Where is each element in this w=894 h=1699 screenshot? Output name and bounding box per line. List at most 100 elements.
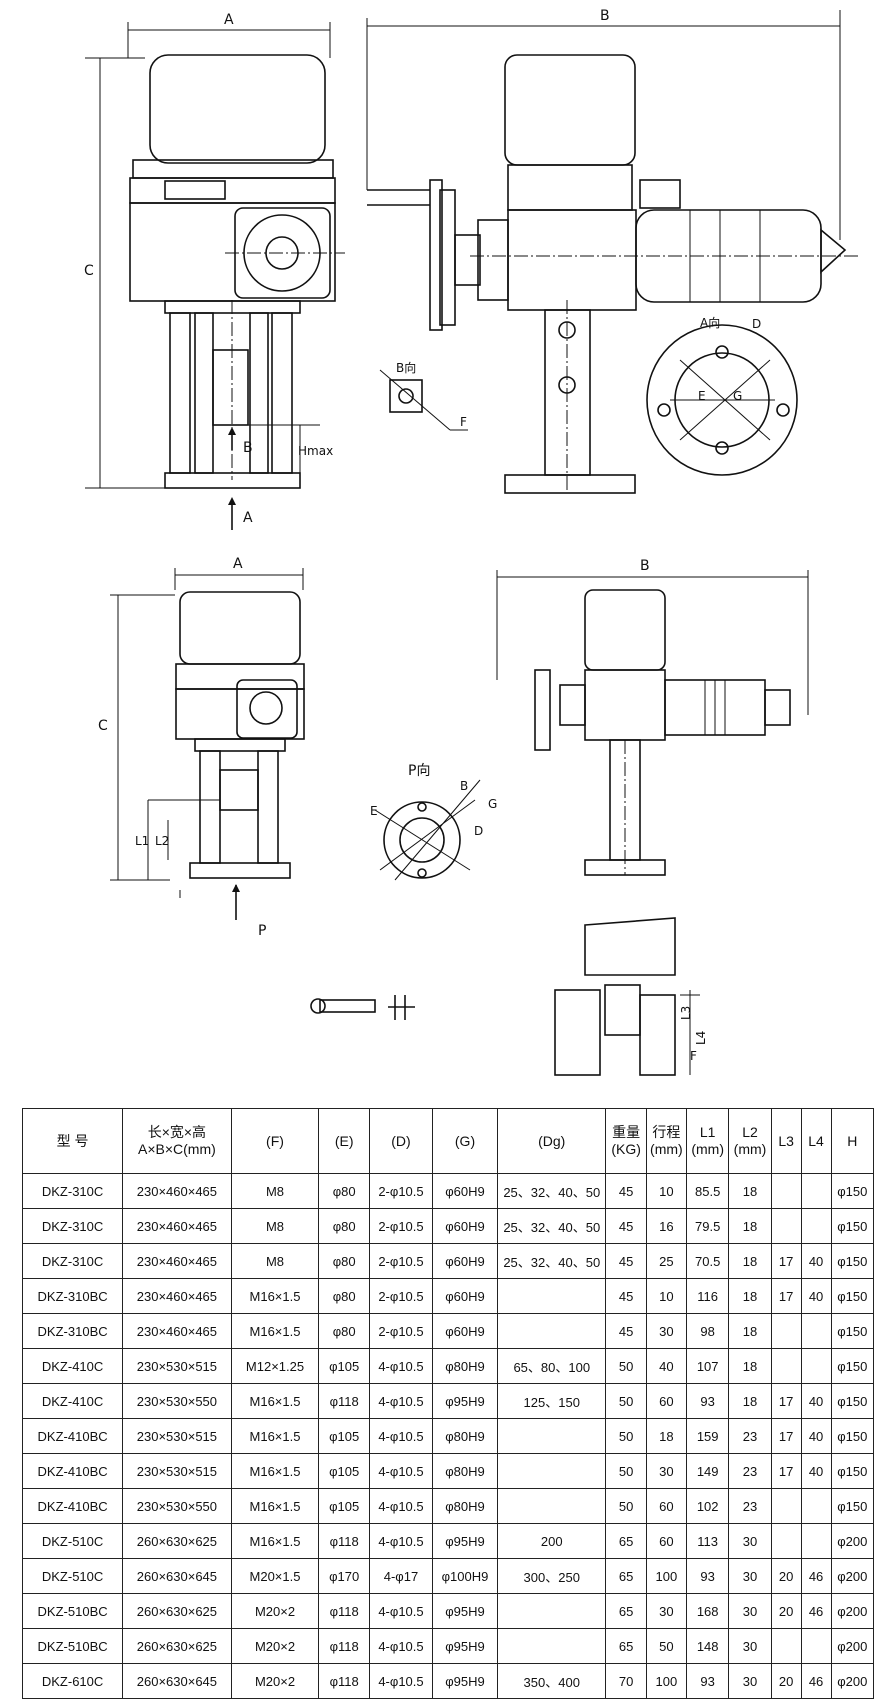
d-label-top: D xyxy=(752,317,761,331)
table-cell: φ200 xyxy=(830,1663,875,1699)
table-cell: 18 xyxy=(728,1173,772,1209)
l3-label: L3 xyxy=(679,1006,693,1020)
front-view-bottom: A C L1 L2 P xyxy=(98,556,305,939)
side-view-bottom: B xyxy=(496,558,809,876)
table-header-cell: (D) xyxy=(368,1108,433,1174)
table-cell: 17 xyxy=(770,1243,802,1279)
table-cell: 125、150 xyxy=(497,1383,607,1419)
table-cell: 17 xyxy=(770,1418,802,1454)
table-cell: 45 xyxy=(605,1313,647,1349)
table-header-cell: (F) xyxy=(230,1108,320,1174)
table-cell: 65、80、100 xyxy=(497,1348,607,1384)
table-cell: φ150 xyxy=(830,1348,875,1384)
table-cell: DKZ-310C xyxy=(21,1243,124,1279)
table-cell: 46 xyxy=(800,1558,832,1594)
dim-a-label-2: A xyxy=(233,556,243,572)
view-a-label: A向 xyxy=(700,315,720,330)
table-cell: 23 xyxy=(728,1488,772,1524)
table-cell: φ118 xyxy=(318,1663,370,1699)
table-cell: 18 xyxy=(728,1278,772,1314)
table-cell: 20 xyxy=(770,1663,802,1699)
table-cell: 230×460×465 xyxy=(122,1208,232,1244)
table-cell: 23 xyxy=(728,1453,772,1489)
table-cell: DKZ-410C xyxy=(21,1348,124,1384)
table-cell: φ80 xyxy=(318,1173,370,1209)
table-cell xyxy=(800,1348,832,1384)
header-line1: (F) xyxy=(266,1132,284,1149)
table-cell: 4-φ10.5 xyxy=(368,1593,433,1629)
table-cell: DKZ-510C xyxy=(21,1558,124,1594)
table-cell: 18 xyxy=(728,1348,772,1384)
table-header-cell: H xyxy=(830,1108,875,1174)
table-cell xyxy=(800,1313,832,1349)
dim-c-label-2: C xyxy=(98,718,108,734)
l1-label: L1 xyxy=(135,834,149,848)
table-cell xyxy=(800,1173,832,1209)
table-cell: φ150 xyxy=(830,1488,875,1524)
table-cell: M16×1.5 xyxy=(230,1418,320,1454)
table-cell: φ60H9 xyxy=(431,1173,499,1209)
table-cell: 230×460×465 xyxy=(122,1173,232,1209)
table-cell: 18 xyxy=(728,1243,772,1279)
table-cell: 2-φ10.5 xyxy=(368,1278,433,1314)
table-cell: 79.5 xyxy=(685,1208,730,1244)
table-cell: 4-φ10.5 xyxy=(368,1628,433,1664)
table-cell: 50 xyxy=(645,1628,688,1664)
table-cell: 260×630×645 xyxy=(122,1558,232,1594)
side-view-top: B B向 F xyxy=(366,8,860,494)
table-cell: φ80 xyxy=(318,1313,370,1349)
table-cell: φ80H9 xyxy=(431,1453,499,1489)
b-label-mid: B xyxy=(460,779,468,793)
table-cell: 30 xyxy=(645,1453,688,1489)
table-cell: 25、32、40、50 xyxy=(497,1243,607,1279)
table-cell xyxy=(800,1628,832,1664)
dim-c-label: C xyxy=(84,263,94,279)
table-cell: M12×1.25 xyxy=(230,1348,320,1384)
table-cell xyxy=(800,1523,832,1559)
table-cell: 60 xyxy=(645,1523,688,1559)
table-cell: 40 xyxy=(800,1418,832,1454)
table-header-cell: 型 号 xyxy=(21,1108,124,1174)
header-line1: L1 xyxy=(699,1124,716,1140)
header-line2: (mm) xyxy=(691,1141,724,1157)
table-cell: 25、32、40、50 xyxy=(497,1208,607,1244)
table-cell: M16×1.5 xyxy=(230,1313,320,1349)
table-cell xyxy=(770,1523,802,1559)
g-label-top: G xyxy=(733,389,742,403)
header-line2: A×B×C(mm) xyxy=(137,1141,216,1157)
header-line2: (mm) xyxy=(650,1141,683,1157)
table-cell: φ170 xyxy=(318,1558,370,1594)
table-cell: 107 xyxy=(685,1348,730,1384)
table-cell: 149 xyxy=(685,1453,730,1489)
table-cell: 65 xyxy=(605,1628,647,1664)
table-cell: 25、32、40、50 xyxy=(497,1173,607,1209)
table-cell: φ80 xyxy=(318,1278,370,1314)
table-cell: DKZ-610C xyxy=(21,1663,124,1699)
table-header-cell: (G) xyxy=(431,1108,499,1174)
table-cell: 18 xyxy=(645,1418,688,1454)
table-cell: M20×2 xyxy=(230,1593,320,1629)
e-label-mid: E xyxy=(370,804,378,818)
table-cell: M20×2 xyxy=(230,1663,320,1699)
g-label-mid: G xyxy=(488,797,497,811)
header-line1: L3 xyxy=(778,1132,794,1149)
table-cell: 4-φ10.5 xyxy=(368,1523,433,1559)
table-cell: 17 xyxy=(770,1453,802,1489)
table-cell: 260×630×625 xyxy=(122,1523,232,1559)
table-cell: DKZ-410BC xyxy=(21,1488,124,1524)
table-cell: 30 xyxy=(728,1628,772,1664)
table-header-cell: L2(mm) xyxy=(728,1108,772,1174)
table-cell: φ95H9 xyxy=(431,1628,499,1664)
table-cell: φ150 xyxy=(830,1418,875,1454)
table-cell: φ150 xyxy=(830,1313,875,1349)
table-cell: 46 xyxy=(800,1593,832,1629)
table-cell: φ95H9 xyxy=(431,1663,499,1699)
table-cell: 20 xyxy=(770,1593,802,1629)
header-line1: 长×宽×高 xyxy=(147,1124,207,1140)
table-cell: 2-φ10.5 xyxy=(368,1173,433,1209)
